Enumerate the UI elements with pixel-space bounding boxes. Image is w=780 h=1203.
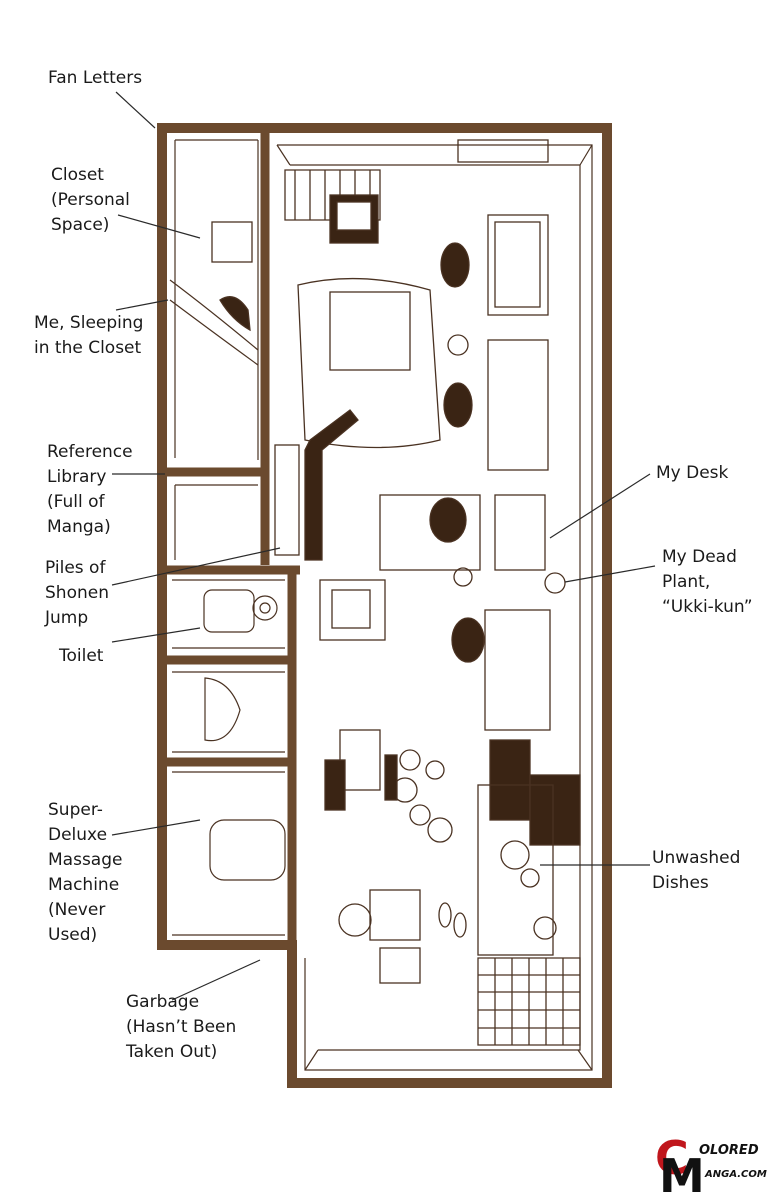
- room-clutter: [211, 139, 581, 1046]
- colored-manga-logo: C M OLORED ANGA.COM: [655, 1131, 775, 1199]
- logo-text-olored: OLORED: [699, 1143, 759, 1158]
- label-sleeping-in-closet: Me, Sleeping in the Closet: [34, 313, 144, 358]
- outer-walls: [157, 123, 612, 1088]
- label-unwashed-dishes: Unwashed Dishes: [652, 848, 741, 893]
- logo-letter-m: M: [659, 1149, 705, 1203]
- label-dead-plant: My Dead Plant, “Ukki-kun”: [662, 547, 753, 617]
- label-reference-library: Reference Library (Full of Manga): [47, 442, 133, 537]
- logo-text-anga: ANGA.COM: [705, 1169, 767, 1180]
- label-garbage: Garbage (Hasn’t Been Taken Out): [126, 992, 237, 1062]
- interior-walls: [162, 128, 300, 945]
- label-closet: Closet (Personal Space): [51, 165, 130, 235]
- label-piles-of-shonen-jump: Piles of Shonen Jump: [45, 558, 109, 628]
- leader-lines: [111, 91, 656, 1001]
- label-toilet: Toilet: [59, 646, 104, 666]
- label-massage-machine: Super- Deluxe Massage Machine (Never Use…: [48, 800, 123, 945]
- label-my-desk: My Desk: [656, 463, 729, 483]
- perspective-lines: [169, 139, 593, 1071]
- logo-letter-c: C: [655, 1131, 689, 1185]
- label-fan-letters: Fan Letters: [48, 68, 143, 88]
